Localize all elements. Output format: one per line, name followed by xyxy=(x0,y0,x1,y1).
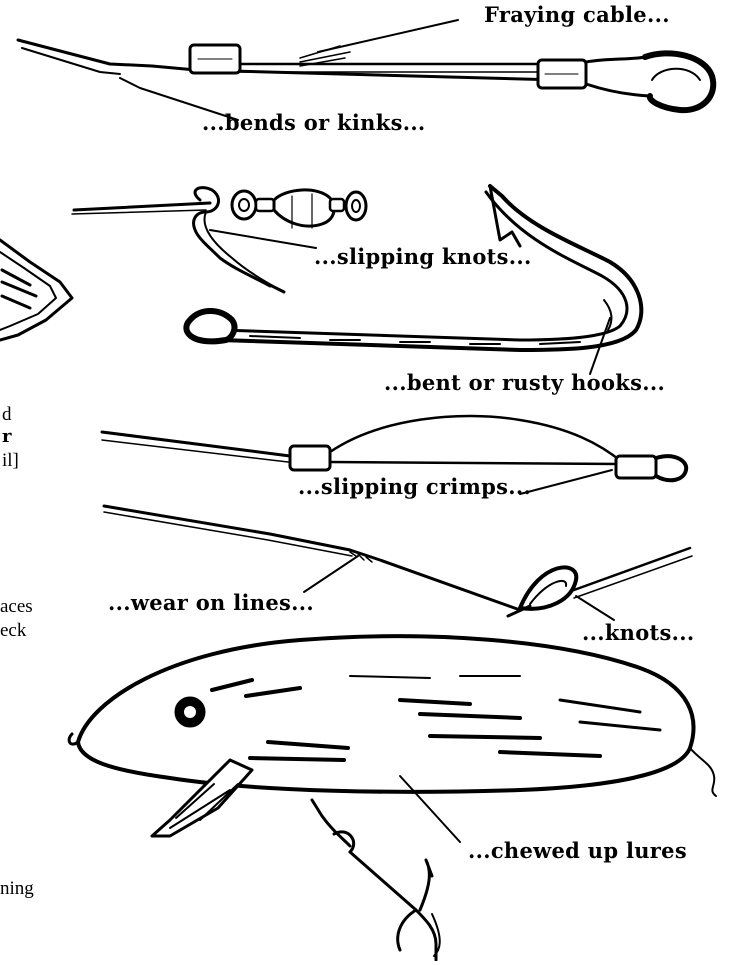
label-chewed-up-lures: ...chewed up lures xyxy=(468,838,687,863)
cropped-text-line-2: r xyxy=(2,426,11,447)
swivel-knot-drawing xyxy=(72,188,366,292)
frayed-cable-leader-drawing xyxy=(18,40,713,110)
label-wear-on-lines: ...wear on lines... xyxy=(108,590,314,615)
label-slipping-crimps: ...slipping crimps... xyxy=(298,474,531,499)
label-bent-or-rusty-hooks: ...bent or rusty hooks... xyxy=(384,370,665,395)
label-fraying-cable: Fraying cable... xyxy=(484,2,670,27)
cropped-text-line-5: eck xyxy=(0,620,26,642)
leader-lines-cable xyxy=(120,20,458,120)
cropped-text-line-3: il] xyxy=(2,450,19,472)
cropped-text-line-4: aces xyxy=(0,596,33,618)
tray-drawing-cropped xyxy=(0,240,72,340)
cropped-text-line-1: d xyxy=(2,404,12,426)
label-knots: ...knots... xyxy=(582,620,695,645)
chewed-lure-drawing xyxy=(69,636,716,960)
cropped-text-line-6: ning xyxy=(0,878,34,900)
label-bends-or-kinks: ...bends or kinks... xyxy=(202,110,426,135)
label-slipping-knots: ...slipping knots... xyxy=(314,244,532,269)
